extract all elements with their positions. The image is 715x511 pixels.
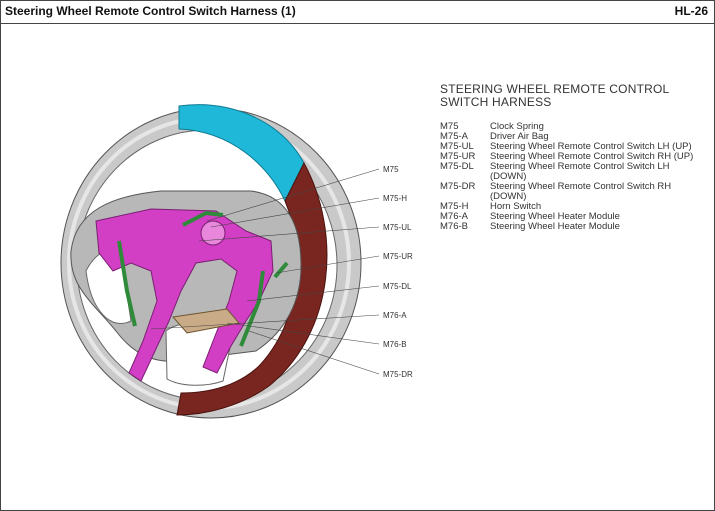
legend-code: M75-UR (440, 151, 476, 162)
title-bar: Steering Wheel Remote Control Switch Har… (1, 1, 714, 24)
legend-desc-line1: Steering Wheel Remote Control Switch RH (490, 181, 672, 192)
harness-heading-line2: SWITCH HARNESS (440, 95, 552, 109)
legend-desc-line2: (DOWN) (490, 191, 527, 202)
callout-m75-ur: M75-UR (383, 252, 413, 261)
leader-m75-dr (248, 330, 380, 375)
legend-code: M75-A (440, 131, 468, 142)
leader-m75-h (210, 197, 380, 228)
harness-heading: STEERING WHEEL REMOTE CONTROL SWITCH HAR… (440, 83, 669, 109)
connector-legend: M75 Clock Spring M75-A Driver Air Bag M7… (440, 122, 710, 232)
harness-right-upper (273, 261, 289, 279)
callout-m75-h: M75-H (383, 194, 407, 203)
legend-row: M75-DL Steering Wheel Remote Control Swi… (440, 162, 710, 182)
legend-code: M76-A (440, 211, 468, 222)
harness-left (117, 240, 137, 327)
legend-row: M75-H Horn Switch (440, 202, 710, 212)
leader-m75-dl (246, 285, 380, 302)
clock-spring (200, 220, 226, 246)
legend-desc: Horn Switch (490, 201, 542, 212)
legend-code: M75 (440, 121, 459, 132)
harness-top (182, 210, 224, 227)
leader-m75-ur (275, 255, 380, 274)
harness-right (239, 270, 265, 347)
mounting-bracket (95, 208, 274, 382)
callout-m75: M75 (383, 165, 399, 174)
legend-row: M75-A Driver Air Bag (440, 132, 710, 142)
legend-row: M76-B Steering Wheel Heater Module (440, 222, 710, 232)
legend-code: M76-B (440, 221, 468, 232)
legend-row: M75 Clock Spring (440, 122, 710, 132)
legend-desc: Steering Wheel Remote Control Switch LH … (490, 141, 692, 152)
page-code: HL-26 (674, 4, 708, 18)
legend-desc-line1: Steering Wheel Remote Control Switch LH (490, 161, 670, 172)
legend-row: M75-DR Steering Wheel Remote Control Swi… (440, 182, 710, 202)
legend-code: M75-H (440, 201, 469, 212)
legend-code: M75-UL (440, 141, 474, 152)
leader-m75-ul (198, 226, 380, 242)
legend-code: M75-DL (440, 161, 474, 172)
legend-desc: Steering Wheel Heater Module (490, 211, 620, 222)
legend-row: M76-A Steering Wheel Heater Module (440, 212, 710, 222)
callout-m75-ul: M75-UL (383, 223, 412, 232)
leader-m76-a (150, 314, 380, 330)
legend-desc: Steering Wheel Remote Control Switch LH … (490, 162, 710, 182)
legend-desc: Clock Spring (490, 121, 544, 132)
heater-module-pad (172, 308, 240, 334)
legend-desc: Driver Air Bag (490, 131, 549, 142)
callout-m76-b: M76-B (383, 340, 407, 349)
spoke-opening-left (85, 250, 132, 324)
legend-desc-line2: (DOWN) (490, 171, 527, 182)
legend-row: M75-UR Steering Wheel Remote Control Swi… (440, 152, 710, 162)
legend-desc: Steering Wheel Remote Control Switch RH … (490, 151, 694, 162)
harness-heading-line1: STEERING WHEEL REMOTE CONTROL (440, 82, 670, 96)
legend-desc: Steering Wheel Remote Control Switch RH … (490, 182, 710, 202)
page-title: Steering Wheel Remote Control Switch Har… (5, 4, 296, 18)
leader-m76-b (226, 322, 380, 345)
callout-m75-dl: M75-DL (383, 282, 412, 291)
legend-desc: Steering Wheel Heater Module (490, 221, 620, 232)
leader-m75 (206, 168, 380, 222)
legend-code: M75-DR (440, 181, 476, 192)
callout-m76-a: M76-A (383, 311, 407, 320)
callout-m75-dr: M75-DR (383, 370, 413, 379)
legend-row: M75-UL Steering Wheel Remote Control Swi… (440, 142, 710, 152)
steering-wheel-illustration: M75 M75-H M75-UL M75-UR M75-DL M76-A M76… (60, 104, 413, 419)
